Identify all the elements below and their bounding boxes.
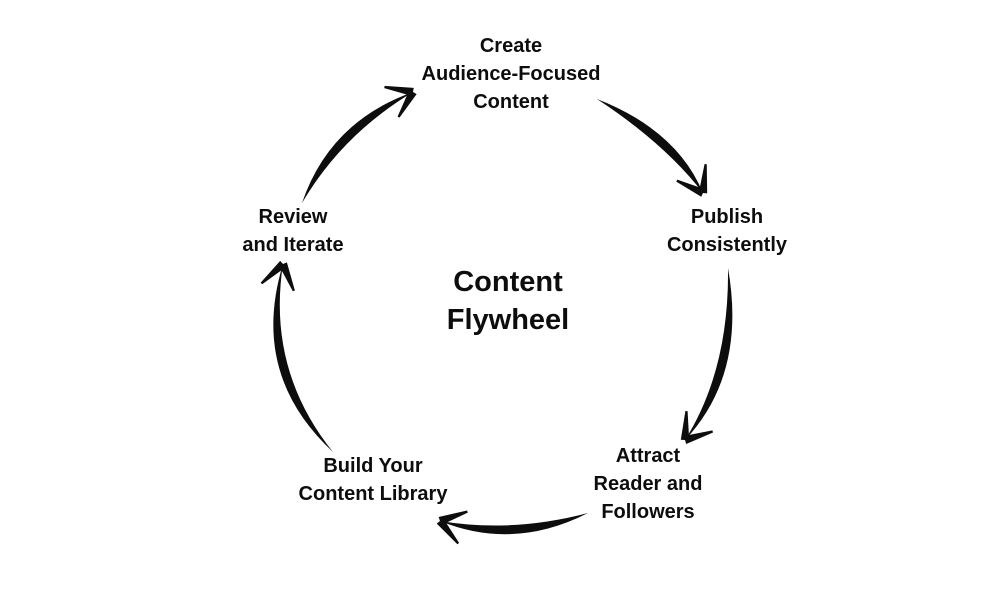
arrow-attract-to-build-head-barb-2	[438, 510, 468, 525]
arrow-review-to-create	[302, 85, 417, 203]
node-attract-readers: Attract Reader and Followers	[593, 445, 703, 523]
arrow-review-to-create-head-barb-2	[397, 89, 417, 118]
arrow-publish-to-attract-head-barb-2	[680, 410, 690, 441]
arrow-create-to-publish-head-barb-2	[676, 179, 705, 197]
node-review-iterate: Review and Iterate	[242, 206, 344, 256]
arrow-build-to-review	[260, 260, 333, 452]
node-publish-consistently: Publish Consistently	[666, 206, 788, 256]
node-create-content: Create Audience-Focused Content	[421, 35, 601, 113]
arrow-review-to-create-head-barb-1	[384, 85, 414, 97]
arrow-build-to-review-head-barb-2	[279, 262, 295, 292]
arrow-publish-to-attract-shaft	[685, 268, 733, 440]
arrow-review-to-create-shaft	[302, 92, 413, 203]
arrow-create-to-publish-shaft	[597, 99, 703, 193]
arrow-attract-to-build-shaft	[440, 513, 588, 535]
arrow-attract-to-build	[436, 510, 588, 545]
arrow-attract-to-build-head-barb-1	[436, 518, 460, 545]
node-build-library: Build Your Content Library	[298, 455, 448, 505]
arrow-create-to-publish	[597, 99, 708, 197]
arrow-publish-to-attract-head-barb-1	[683, 430, 714, 445]
arrow-build-to-review-shaft	[273, 264, 333, 452]
arrow-build-to-review-head-barb-1	[260, 260, 286, 285]
arrow-publish-to-attract	[680, 268, 733, 445]
diagram-title: Content Flywheel	[446, 266, 570, 336]
arrow-create-to-publish-head-barb-1	[698, 164, 708, 194]
